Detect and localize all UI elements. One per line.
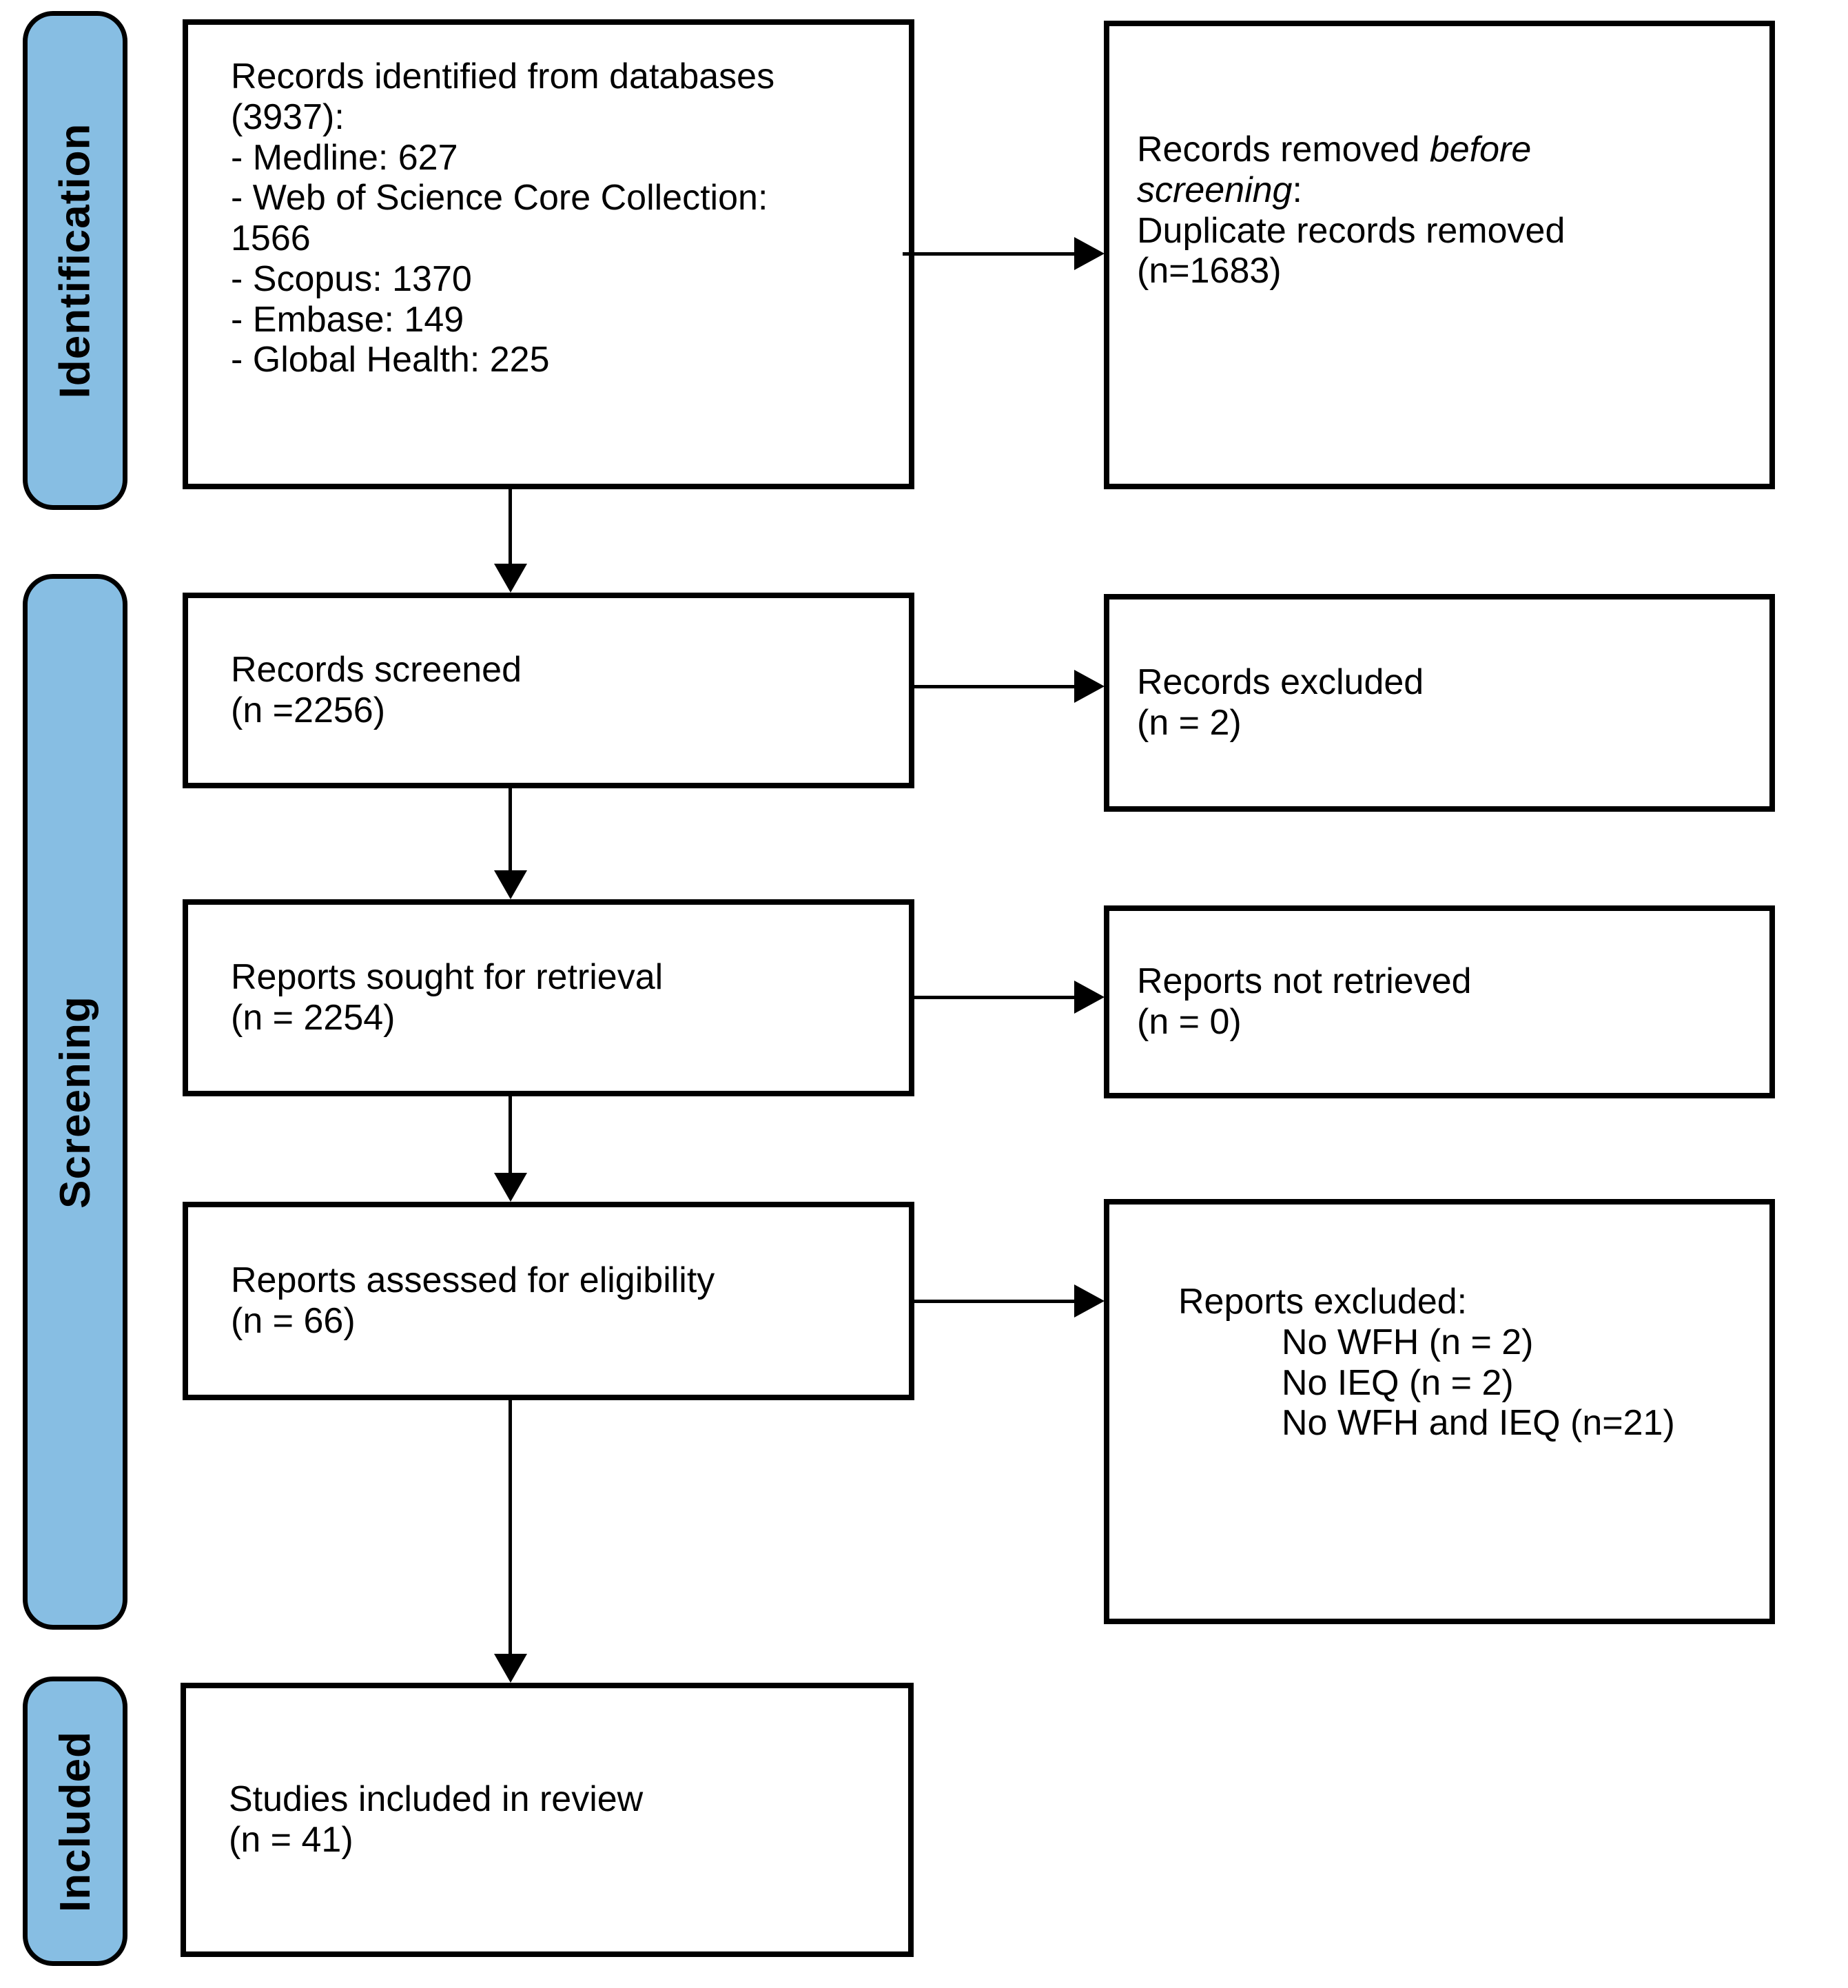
arrow-head-icon bbox=[1074, 1284, 1105, 1318]
arrow-line bbox=[509, 489, 512, 565]
box-line: Reports excluded: bbox=[1178, 1282, 1468, 1322]
box-records-excluded: Records excluded (n = 2) bbox=[1104, 594, 1775, 812]
arrow-head-icon bbox=[1074, 237, 1105, 270]
box-line: Reports not retrieved bbox=[1137, 961, 1472, 1002]
box-line: No WFH and IEQ (n=21) bbox=[1282, 1403, 1675, 1444]
arrow-head-icon bbox=[494, 870, 527, 899]
box-line: Studies included in review bbox=[229, 1779, 644, 1820]
box-line-text-italic: screening bbox=[1137, 170, 1293, 210]
box-line: (n=1683) bbox=[1137, 251, 1282, 291]
stage-identification: Identification bbox=[23, 11, 127, 510]
box-line: No IEQ (n = 2) bbox=[1282, 1362, 1514, 1403]
arrow-line bbox=[914, 1300, 1074, 1303]
arrow-head-icon bbox=[1074, 670, 1105, 703]
stage-screening: Screening bbox=[23, 574, 127, 1630]
box-records-screened: Records screened (n =2256) bbox=[183, 593, 914, 788]
box-line: Reports assessed for eligibility bbox=[231, 1260, 715, 1301]
box-line: - Embase: 149 bbox=[231, 299, 464, 340]
box-line: (n = 41) bbox=[229, 1820, 353, 1860]
box-line: - Global Health: 225 bbox=[231, 340, 550, 380]
box-line: (n = 66) bbox=[231, 1301, 356, 1341]
arrow-head-icon bbox=[1074, 981, 1105, 1014]
box-line: Records screened bbox=[231, 650, 522, 690]
box-records-identified: Records identified from databases (3937)… bbox=[183, 19, 914, 489]
arrow-head-icon bbox=[494, 1654, 527, 1683]
box-line: Duplicate records removed bbox=[1137, 210, 1565, 251]
box-line-text: Records removed bbox=[1137, 130, 1430, 170]
box-reports-not-retrieved: Reports not retrieved (n = 0) bbox=[1104, 905, 1775, 1098]
box-line: No WFH (n = 2) bbox=[1282, 1322, 1534, 1362]
box-reports-excluded: Reports excluded: No WFH (n = 2) No IEQ … bbox=[1104, 1199, 1775, 1624]
box-line: - Medline: 627 bbox=[231, 137, 458, 178]
arrow-line bbox=[914, 685, 1074, 688]
box-line: Reports sought for retrieval bbox=[231, 957, 664, 998]
stage-included-label: Included bbox=[51, 1730, 99, 1912]
stage-screening-label: Screening bbox=[51, 995, 99, 1209]
box-line: (n = 0) bbox=[1137, 1002, 1242, 1042]
arrow-line bbox=[509, 1400, 512, 1655]
box-studies-included: Studies included in review (n = 41) bbox=[181, 1683, 914, 1957]
box-line-text-italic: before bbox=[1429, 130, 1532, 170]
arrow-line bbox=[509, 788, 512, 872]
arrow-line bbox=[903, 252, 1074, 256]
box-line: - Web of Science Core Collection: bbox=[231, 178, 768, 218]
box-line: Records removed before bbox=[1137, 130, 1753, 170]
box-line: (n = 2254) bbox=[231, 998, 396, 1038]
box-records-removed: Records removed before screening: Duplic… bbox=[1104, 21, 1775, 489]
box-line: 1566 bbox=[231, 218, 311, 258]
box-line: screening: bbox=[1137, 170, 1753, 211]
box-line: (n = 2) bbox=[1137, 703, 1242, 743]
box-line: (3937): bbox=[231, 96, 345, 137]
box-line: - Scopus: 1370 bbox=[231, 258, 472, 299]
arrow-head-icon bbox=[494, 564, 527, 593]
arrow-head-icon bbox=[494, 1173, 527, 1202]
box-line: Records identified from databases bbox=[231, 57, 775, 96]
arrow-line bbox=[509, 1096, 512, 1175]
stage-included: Included bbox=[23, 1677, 127, 1966]
stage-identification-label: Identification bbox=[51, 123, 99, 398]
box-reports-assessed: Reports assessed for eligibility (n = 66… bbox=[183, 1202, 914, 1400]
box-line: Records excluded bbox=[1137, 662, 1424, 703]
box-line: (n =2256) bbox=[231, 690, 386, 730]
box-line-text: : bbox=[1292, 170, 1302, 210]
arrow-line bbox=[914, 996, 1074, 999]
box-reports-sought: Reports sought for retrieval (n = 2254) bbox=[183, 899, 914, 1096]
